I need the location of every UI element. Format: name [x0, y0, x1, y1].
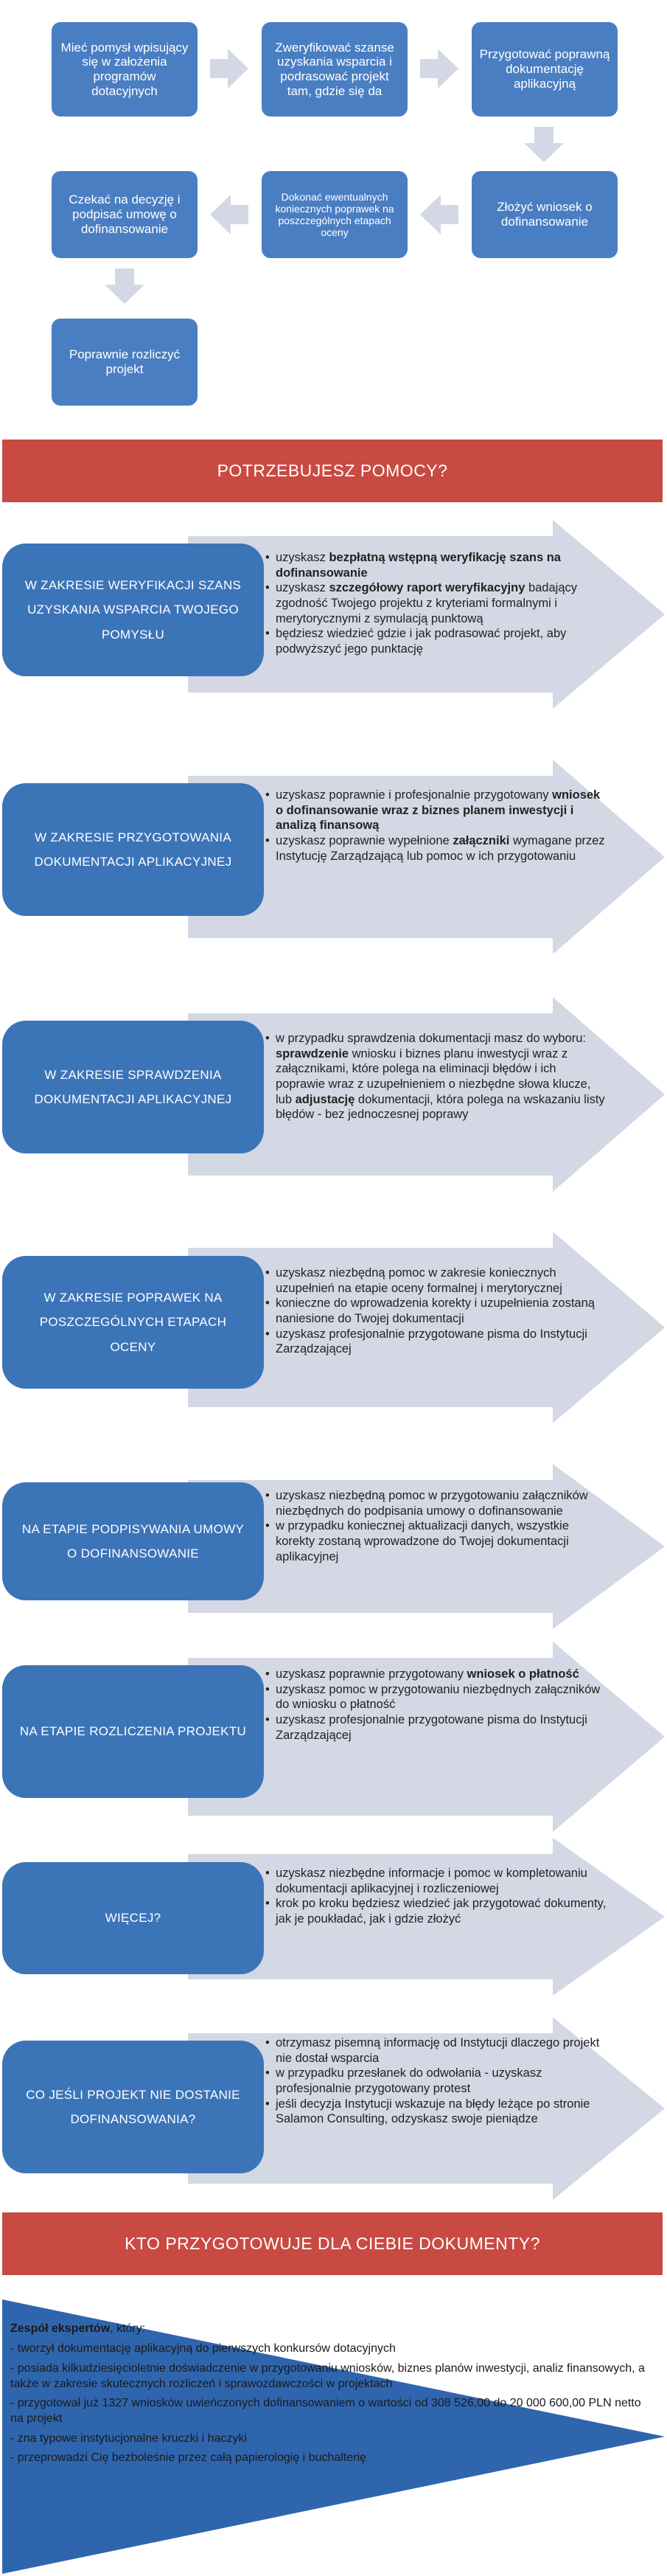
benefit-item: uzyskasz poprawnie przygotowany wniosek … [264, 1667, 607, 1682]
benefit-item: uzyskasz profesjonalnie przygotowane pis… [264, 1712, 607, 1743]
team-description: Zespół ekspertów, który: - tworzył dokum… [10, 2321, 652, 2465]
benefit-item: uzyskasz niezbędną pomoc w zakresie koni… [264, 1266, 607, 1296]
docs-banner-text: KTO PRZYGOTOWUJE DLA CIEBIE DOKUMENTY? [125, 2234, 540, 2253]
section-benefits-list: uzyskasz niezbędne informacje i pomoc w … [264, 1866, 607, 1927]
section-label: NA ETAPIE ROZLICZENIA PROJEKTU [2, 1665, 264, 1798]
benefit-item: uzyskasz profesjonalnie przygotowane pis… [264, 1327, 607, 1357]
flow-step-corrections: Dokonać ewentualnych koniecznych poprawe… [262, 171, 408, 258]
flow-step-prepare: Przygotować poprawną dokumentację aplika… [472, 22, 618, 117]
flow-step-prepare-text: Przygotować poprawną dokumentację aplika… [479, 47, 610, 91]
benefit-item: uzyskasz bezpłatną wstępną weryfikację s… [264, 550, 607, 580]
team-line: - przygotował już 1327 wniosków uwieńczo… [10, 2397, 641, 2426]
team-background-shape [2, 2299, 665, 2574]
benefit-item: w przypadku koniecznej aktualizacji dany… [264, 1518, 607, 1564]
benefit-item: konieczne do wprowadzenia korekty i uzup… [264, 1296, 607, 1326]
section-label: WIĘCEJ? [2, 1862, 264, 1974]
flow-step-settle: Poprawnie rozliczyć projekt [52, 319, 198, 406]
benefit-item: uzyskasz niezbędną pomoc w przygotowaniu… [264, 1488, 607, 1518]
flow-arrow-right-icon [210, 49, 248, 88]
section-label: CO JEŚLI PROJEKT NIE DOSTANIE DOFINANSOW… [2, 2041, 264, 2173]
flow-step-decision: Czekać na decyzję i podpisać umowę o dof… [52, 171, 198, 258]
section-benefits-list: uzyskasz poprawnie i profesjonalnie przy… [264, 788, 607, 864]
team-line: - przeprowadzi Cię bezboleśnie przez cał… [10, 2451, 366, 2464]
flow-step-submit: Złożyć wniosek o dofinansowanie [472, 171, 618, 258]
flow-step-idea: Mieć pomysł wpisujący się w założenia pr… [52, 22, 198, 117]
section-label: W ZAKRESIE SPRAWDZENIA DOKUMENTACJI APLI… [2, 1021, 264, 1153]
team-line: - posiada kilkudziesięcioletnie doświadc… [10, 2361, 645, 2390]
section-benefits-list: otrzymasz pisemną informację od Instytuc… [264, 2035, 607, 2127]
section-benefits-list: w przypadku sprawdzenia dokumentacji mas… [264, 1031, 607, 1122]
section-label: W ZAKRESIE POPRAWEK NA POSZCZEGÓLNYCH ET… [2, 1256, 264, 1389]
section-benefits-list: uzyskasz niezbędną pomoc w przygotowaniu… [264, 1488, 607, 1564]
section-benefits-list: uzyskasz niezbędną pomoc w zakresie koni… [264, 1266, 607, 1357]
flow-arrow-down-icon [105, 268, 144, 304]
benefit-item: uzyskasz poprawnie i profesjonalnie przy… [264, 788, 607, 833]
section-label: NA ETAPIE PODPISYWANIA UMOWY O DOFINANSO… [2, 1482, 264, 1600]
team-line: - tworzył dokumentację aplikacyjną do pi… [10, 2342, 396, 2355]
flow-arrow-right-icon [420, 49, 458, 88]
flow-step-corrections-text: Dokonać ewentualnych koniecznych poprawe… [275, 190, 394, 239]
section-label: W ZAKRESIE WERYFIKACJI SZANS UZYSKANIA W… [2, 544, 264, 676]
flow-arrow-left-icon [420, 195, 458, 235]
benefit-item: jeśli decyzja Instytucji wskazuje na błę… [264, 2097, 607, 2127]
help-banner: POTRZEBUJESZ POMOCY? [2, 440, 663, 502]
team-title: Zespół ekspertów, który: [10, 2322, 146, 2335]
flow-step-idea-text: Mieć pomysł wpisujący się w założenia pr… [60, 40, 189, 98]
flow-step-settle-text: Poprawnie rozliczyć projekt [69, 347, 181, 376]
flow-step-submit-text: Złożyć wniosek o dofinansowanie [497, 200, 593, 229]
docs-banner: KTO PRZYGOTOWUJE DLA CIEBIE DOKUMENTY? [2, 2212, 663, 2275]
benefit-item: będziesz wiedzieć gdzie i jak podrasować… [264, 626, 607, 656]
flow-step-verify: Zweryfikować szanse uzyskania wsparcia i… [262, 22, 408, 117]
section-benefits-list: uzyskasz bezpłatną wstępną weryfikację s… [264, 550, 607, 656]
benefit-item: w przypadku przesłanek do odwołania - uz… [264, 2066, 607, 2096]
flow-arrow-down-icon [524, 127, 564, 162]
benefit-item: uzyskasz pomoc w przygotowaniu niezbędny… [264, 1682, 607, 1712]
benefit-item: uzyskasz niezbędne informacje i pomoc w … [264, 1866, 607, 1896]
benefit-item: uzyskasz szczegółowy raport weryfikacyjn… [264, 580, 607, 626]
benefit-item: otrzymasz pisemną informację od Instytuc… [264, 2035, 607, 2066]
help-banner-text: POTRZEBUJESZ POMOCY? [217, 461, 448, 480]
benefit-item: w przypadku sprawdzenia dokumentacji mas… [264, 1031, 607, 1122]
team-line: - zna typowe instytucjonalne kruczki i h… [10, 2431, 248, 2445]
benefit-item: krok po kroku będziesz wiedzieć jak przy… [264, 1896, 607, 1926]
flow-step-decision-text: Czekać na decyzję i podpisać umowę o dof… [69, 192, 181, 236]
flow-step-verify-text: Zweryfikować szanse uzyskania wsparcia i… [275, 40, 394, 98]
benefit-item: uzyskasz poprawnie wypełnione załączniki… [264, 833, 607, 864]
flow-arrow-left-icon [210, 195, 248, 235]
section-label: W ZAKRESIE PRZYGOTOWANIA DOKUMENTACJI AP… [2, 783, 264, 916]
section-benefits-list: uzyskasz poprawnie przygotowany wniosek … [264, 1667, 607, 1743]
